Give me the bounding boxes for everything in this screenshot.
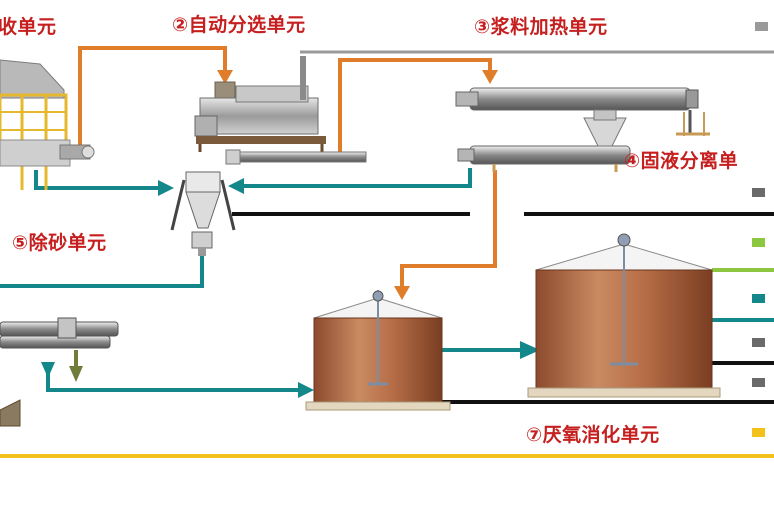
flow-separation-to-tank	[400, 170, 497, 288]
label-receiving-unit: 收单元	[0, 16, 57, 38]
receiving-hopper	[0, 59, 95, 190]
slurry-heater	[455, 87, 710, 136]
arrow-into-heating	[482, 70, 498, 84]
label-heating-unit: ③浆料加热单元	[474, 16, 608, 38]
arrow-down-grit	[69, 366, 83, 382]
legend-swatch-1	[755, 22, 768, 31]
label-digestion-unit: ⑦厌氧消化单元	[526, 424, 660, 446]
automatic-sorting-machine	[194, 56, 367, 165]
legend-swatch-2	[752, 188, 765, 197]
label-separation-unit: ④固液分离单	[624, 150, 739, 172]
legend-swatch-7	[752, 428, 765, 437]
solid-liquid-separator	[457, 109, 631, 172]
arrow-into-tank-1	[298, 382, 314, 398]
flow-receiving-to-sorting	[78, 46, 227, 150]
legend-swatch-5	[752, 338, 765, 347]
flow-desander-down	[0, 250, 204, 288]
legend-swatch-4	[752, 294, 765, 303]
anaerobic-digester	[527, 233, 721, 398]
arrow-into-tank	[394, 286, 410, 300]
arrow-into-digester	[520, 341, 540, 359]
legend-swatch-3	[752, 238, 765, 247]
homogenization-tank	[305, 290, 451, 411]
grit-conveyor	[0, 317, 119, 427]
flow-conveyor-to-tank	[46, 366, 300, 392]
desander-cyclone	[170, 171, 236, 256]
flow-sorting-to-heating	[338, 58, 492, 160]
arrow-into-sorting	[217, 70, 233, 84]
flow-separation-to-desander	[242, 168, 472, 188]
arrow-down-teal	[41, 362, 55, 378]
arrow-into-desander-right	[228, 178, 244, 194]
label-sorting-unit: ②自动分选单元	[172, 14, 306, 36]
arrow-into-desander-left	[158, 180, 174, 196]
label-desanding-unit: ⑤除砂单元	[12, 232, 107, 254]
legend-swatch-6	[752, 378, 765, 387]
flow-receiving-to-desander	[34, 170, 160, 190]
